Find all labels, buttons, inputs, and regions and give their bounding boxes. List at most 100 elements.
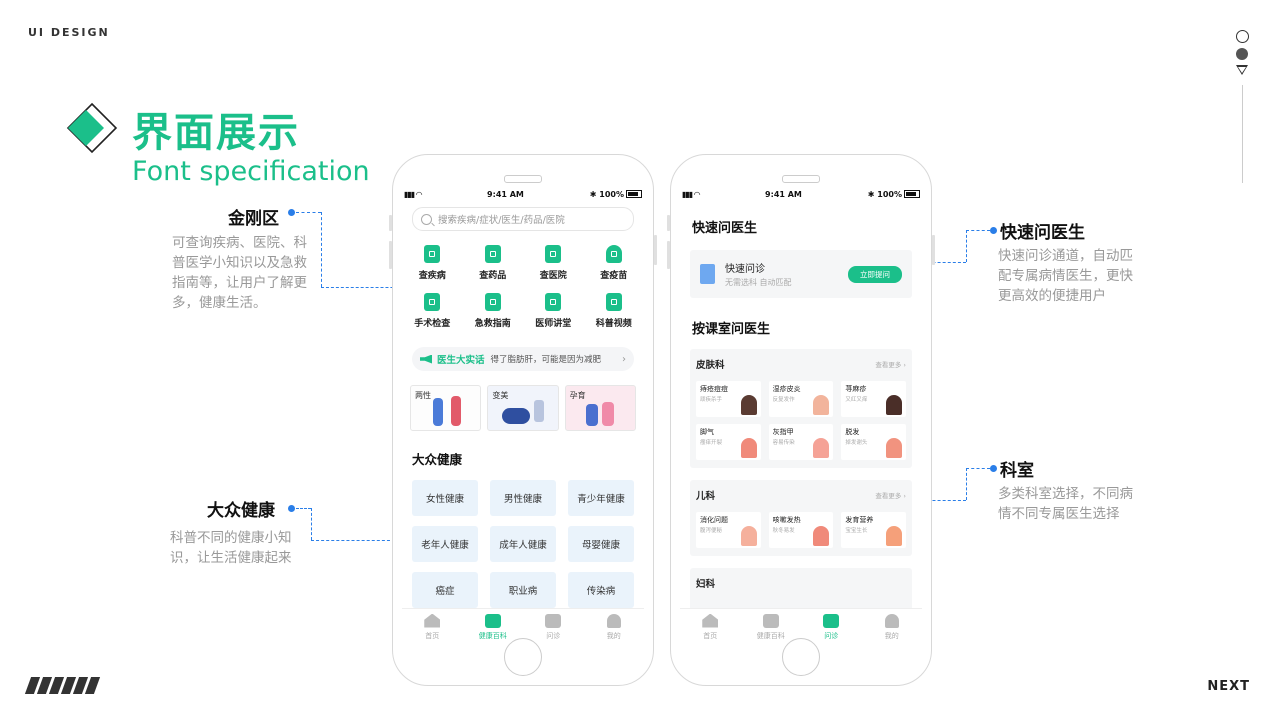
tag-button[interactable]: 女性健康 — [412, 480, 478, 516]
dept-card[interactable]: 痔疮痘痘顽疾杀手 — [696, 381, 761, 417]
quick-section-title: 快速问医生 — [692, 221, 758, 236]
hair-illustration-icon — [885, 438, 902, 458]
medicine-icon — [484, 245, 501, 263]
annotation-dot — [990, 227, 997, 234]
dept-name: 儿科 — [696, 491, 716, 502]
profile-icon — [606, 613, 621, 628]
dept-card[interactable]: 发育营养宝宝生长 — [841, 512, 906, 548]
grid-item-surgery[interactable]: 手术检查 — [402, 293, 463, 329]
grid-item-medicine[interactable]: 查药品 — [463, 245, 524, 281]
annotation-connector — [296, 508, 311, 509]
tag-button[interactable]: 老年人健康 — [412, 526, 478, 562]
tab-consult[interactable]: 问诊 — [801, 609, 862, 645]
home-button[interactable] — [782, 638, 820, 676]
doctor-talk-banner[interactable]: 医生大实话 得了脂肪肝，可能是因为减肥 › — [412, 347, 634, 371]
tab-home[interactable]: 首页 — [402, 609, 463, 645]
document-icon — [700, 264, 715, 284]
grid-item-hospital[interactable]: 查医院 — [523, 245, 584, 281]
tag-button[interactable]: 传染病 — [568, 572, 634, 608]
tag-button[interactable]: 成年人健康 — [490, 526, 556, 562]
status-bar: ▮▮▮ ◠ 9:41 AM ✱ 100% — [680, 185, 922, 203]
dept-section-title: 按课室问医生 — [692, 322, 771, 337]
consult-icon — [545, 613, 562, 628]
divider-line — [1241, 85, 1243, 183]
phone-2-screen: ▮▮▮ ◠ 9:41 AM ✱ 100% 快速问医生 快速问诊 无需选科 自动匹… — [680, 185, 922, 645]
doctor-talk-text: 得了脂肪肝，可能是因为减肥 — [490, 355, 602, 365]
home-button[interactable] — [504, 638, 542, 676]
grid-item-vaccine[interactable]: 查疫苗 — [584, 245, 645, 281]
signal-icon: ▮▮▮ ◠ — [682, 189, 700, 199]
tab-profile[interactable]: 我的 — [862, 609, 923, 645]
banner-sex[interactable]: 两性 — [410, 385, 482, 431]
dept-card[interactable]: 灰指甲容易传染 — [768, 424, 834, 460]
encyclopedia-icon — [762, 613, 779, 628]
circle-filled-icon — [1236, 48, 1248, 60]
health-tags: 女性健康 男性健康 青少年健康 老年人健康 成年人健康 母婴健康 癌症 职业病 … — [412, 480, 634, 608]
status-time: 9:41 AM — [487, 189, 524, 199]
firstaid-icon — [484, 293, 501, 311]
dept-card[interactable]: 湿疹皮炎反复发作 — [768, 381, 834, 417]
quick-consult-card[interactable]: 快速问诊 无需选科 自动匹配 立即提问 — [690, 250, 912, 298]
consult-icon — [823, 613, 840, 628]
tab-bar: 首页 健康百科 问诊 我的 — [680, 608, 922, 645]
page-title: 界面展示 — [132, 110, 300, 156]
stomach-illustration-icon — [740, 526, 757, 546]
phone-speaker — [782, 175, 820, 183]
tab-home[interactable]: 首页 — [680, 609, 741, 645]
phone-mockup-1: ▮▮▮ ◠ 9:41 AM ✱ 100% 搜索疾病/症状/医生/药品/医院 查疾… — [389, 154, 657, 686]
circle-outline-icon — [1235, 30, 1249, 43]
phone-1-screen: ▮▮▮ ◠ 9:41 AM ✱ 100% 搜索疾病/症状/医生/药品/医院 查疾… — [402, 185, 644, 645]
battery-icon — [904, 190, 920, 198]
annotation-jingang-title: 金刚区 — [228, 209, 279, 229]
video-icon — [605, 293, 622, 311]
grid-item-lecture[interactable]: 医师讲堂 — [523, 293, 584, 329]
tab-encyclopedia[interactable]: 健康百科 — [463, 609, 524, 645]
hospital-icon — [545, 245, 562, 263]
annotation-connector — [966, 230, 967, 262]
annotation-connector — [296, 212, 321, 213]
tab-encyclopedia[interactable]: 健康百科 — [741, 609, 802, 645]
tag-button[interactable]: 青少年健康 — [568, 480, 634, 516]
banner-pregnancy[interactable]: 孕育 — [564, 385, 636, 431]
status-bar: ▮▮▮ ◠ 9:41 AM ✱ 100% — [402, 185, 644, 203]
surgery-icon — [424, 293, 441, 311]
dept-card[interactable]: 咳嗽发热秋冬易发 — [768, 512, 834, 548]
dept-card[interactable]: 荨麻疹又红又痒 — [841, 381, 906, 417]
tag-button[interactable]: 癌症 — [412, 572, 478, 608]
child-face-illustration-icon — [813, 526, 830, 546]
tab-consult[interactable]: 问诊 — [523, 609, 584, 645]
dept-card[interactable]: 脱发掉发谢头 — [841, 424, 906, 460]
profile-icon — [884, 613, 899, 628]
dept-card[interactable]: 消化问题腹泻便秘 — [696, 512, 761, 548]
view-more-link[interactable]: 查看更多 › — [875, 492, 906, 500]
annotation-connector — [966, 230, 990, 231]
tag-button[interactable]: 母婴健康 — [568, 526, 634, 562]
tag-button[interactable]: 男性健康 — [490, 480, 556, 516]
grid-item-firstaid[interactable]: 急救指南 — [463, 293, 524, 329]
view-more-link[interactable]: 查看更多 › — [875, 361, 906, 369]
battery-icon — [626, 190, 642, 198]
megaphone-icon — [420, 354, 432, 364]
grid-item-video[interactable]: 科普视频 — [584, 293, 645, 329]
bottle-illustration-icon — [885, 526, 902, 546]
search-input[interactable]: 搜索疾病/症状/医生/药品/医院 — [412, 207, 634, 231]
annotation-dept-desc: 多类科室选择，不同病情不同专属医生选择 — [998, 486, 1133, 522]
banner-beauty[interactable]: 变美 — [487, 385, 559, 431]
triangle-icon — [1236, 65, 1248, 75]
tab-profile[interactable]: 我的 — [584, 609, 645, 645]
jingang-grid: 查疾病 查药品 查医院 查疫苗 手术检查 急救指南 医师讲堂 科普视频 — [402, 245, 644, 329]
quick-card-subtitle: 无需选科 自动匹配 — [725, 278, 792, 287]
annotation-quick-desc: 快速问诊通道，自动匹配专属病情医生，更快更高效的便捷用户 — [998, 248, 1133, 304]
dept-card[interactable]: 脚气瘙痒开裂 — [696, 424, 761, 460]
ask-now-button[interactable]: 立即提问 — [848, 265, 902, 283]
next-button[interactable]: NEXT — [1207, 679, 1250, 694]
page-subtitle: Font specification — [132, 156, 370, 187]
annotation-dot — [990, 465, 997, 472]
tag-button[interactable]: 职业病 — [490, 572, 556, 608]
illustration-figure — [585, 404, 598, 426]
grid-item-disease[interactable]: 查疾病 — [402, 245, 463, 281]
annotation-connector — [321, 212, 322, 287]
annotation-connector — [311, 508, 312, 540]
dept-block-dermatology: 皮肤科查看更多 › 痔疮痘痘顽疾杀手 湿疹皮炎反复发作 荨麻疹又红又痒 脚气瘙痒… — [690, 349, 912, 468]
doctor-talk-label: 医生大实话 — [437, 355, 485, 366]
